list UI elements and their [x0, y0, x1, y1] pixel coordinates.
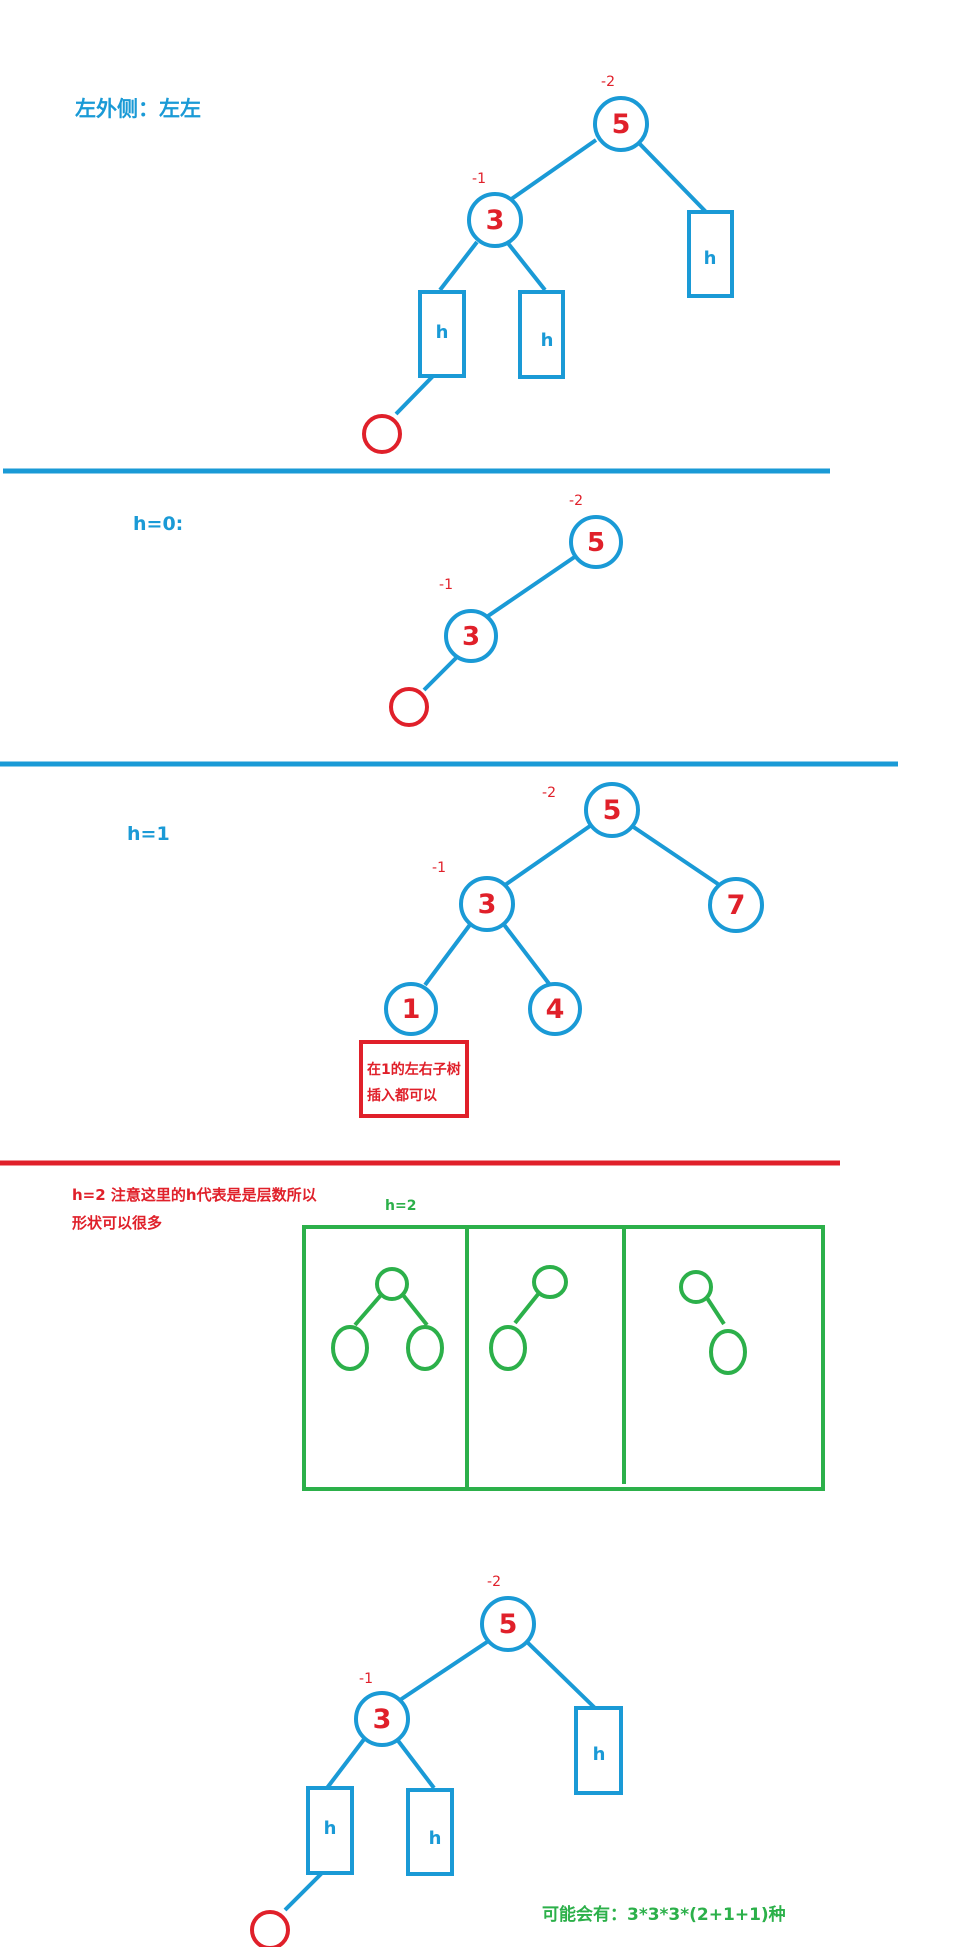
edge-5-3 [486, 554, 578, 618]
node-value: 5 [587, 528, 605, 558]
shape-left-child [489, 1265, 568, 1371]
subtree-label: h [541, 330, 554, 351]
node-value: 3 [478, 889, 497, 920]
balance-factor: -2 [601, 74, 615, 90]
tree-node-7 [708, 877, 764, 933]
edge-3-4 [500, 920, 552, 987]
node-value: 5 [612, 109, 631, 140]
shape-node [331, 1325, 369, 1371]
tree-edges [283, 1638, 599, 1912]
balance-factor: -1 [432, 860, 446, 876]
edge-3-h-right [394, 1736, 436, 1790]
section-h1: h=1 5 -2 3 -1 7 1 4 在1的左右子树 插入都可以 [127, 782, 764, 1118]
shapes-box-label: h=2 [385, 1198, 416, 1214]
balance-factor: -1 [359, 1671, 373, 1687]
tree-edges [394, 138, 709, 416]
shape-node [532, 1265, 568, 1299]
subtree-h-right [574, 1706, 623, 1795]
edge-3-h-left [438, 240, 479, 292]
subtree-h-left-left [306, 1786, 354, 1875]
tree-node-3 [444, 609, 498, 663]
subtree-h-left-right [518, 290, 565, 379]
balance-factor: -2 [542, 785, 556, 801]
shape-node [709, 1329, 747, 1375]
note-line-2: 插入都可以 [367, 1087, 437, 1104]
tree-node-3 [467, 192, 523, 248]
node-value: 1 [402, 994, 421, 1025]
edge-3-1 [423, 920, 474, 987]
tree-node-5 [584, 782, 640, 838]
section-h0: h=0: 5 -2 3 -1 [133, 493, 623, 727]
node-value: 5 [603, 795, 622, 826]
shape-node [489, 1325, 527, 1371]
shape-right-child [679, 1270, 747, 1375]
edge-5-3 [508, 138, 598, 202]
section-title-line-1: h=2 注意这里的h代表是是层数所以 [72, 1186, 317, 1204]
balance-factor: -2 [487, 1574, 501, 1590]
edge-5-3 [503, 824, 592, 887]
edge-5-3 [398, 1640, 489, 1702]
shape-edge [401, 1293, 429, 1327]
shape-node [679, 1270, 713, 1304]
balance-factor: -1 [472, 171, 486, 187]
edge-3-h-right [505, 240, 547, 292]
tree-node-5 [593, 96, 649, 152]
subtree-h-left-left [418, 290, 466, 378]
tree-node-3 [354, 1691, 410, 1747]
section-h2: h=2 注意这里的h代表是是层数所以 形状可以很多 h=2 [72, 1186, 825, 1491]
edge-h-newnode [283, 1868, 327, 1912]
shapes-frame [302, 1225, 825, 1491]
balance-factor: -2 [569, 493, 583, 509]
inserted-node [389, 687, 429, 727]
tree-node-5 [480, 1596, 536, 1652]
tree-edges [422, 554, 578, 692]
shape-edge [705, 1296, 726, 1326]
balance-factor: -1 [439, 577, 453, 593]
shape-node [375, 1267, 409, 1301]
node-value: 3 [486, 205, 505, 236]
section-left-left-general: 左外侧：左左 5 -2 3 -1 h h h [75, 74, 734, 454]
note-box [359, 1040, 469, 1118]
tree-node-3 [459, 876, 515, 932]
section-title: h=1 [127, 823, 170, 845]
edge-5-h [523, 1638, 599, 1712]
note-line-1: 在1的左右子树 [367, 1061, 461, 1078]
shape-node [406, 1325, 444, 1371]
subtree-label: h [429, 1828, 442, 1849]
node-value: 4 [546, 994, 565, 1025]
tree-node-1 [384, 982, 438, 1036]
tree-node-5 [569, 515, 623, 569]
shape-edge [513, 1291, 541, 1325]
subtree-h-left-right [406, 1788, 454, 1876]
node-value: 3 [373, 1704, 392, 1735]
subtree-h-right [687, 210, 734, 298]
subtree-label: h [704, 248, 717, 269]
edge-3-h-left [325, 1736, 367, 1790]
inserted-node [362, 414, 402, 454]
section-title: h=0: [133, 513, 183, 535]
tree-node-4 [528, 982, 582, 1036]
shapes-box [302, 1225, 825, 1491]
shape-full-tree [331, 1267, 444, 1371]
subtree-label: h [436, 322, 449, 343]
tree-edges [423, 824, 720, 987]
shape-edge [353, 1293, 383, 1327]
node-value: 5 [499, 1609, 518, 1640]
node-value: 3 [462, 622, 480, 652]
section-left-left-repeat: 5 -2 3 -1 h h h 可能会有：3*3*3*(2+1+1)种 [250, 1574, 786, 1947]
subtree-label: h [324, 1818, 337, 1839]
subtree-label: h [593, 1744, 606, 1765]
edge-h-newnode [394, 371, 438, 416]
section-title: 左外侧：左左 [75, 97, 201, 121]
section-title-line-2: 形状可以很多 [72, 1214, 162, 1232]
edge-5-h [634, 138, 709, 215]
node-value: 7 [727, 890, 746, 921]
possibilities-text: 可能会有：3*3*3*(2+1+1)种 [542, 1904, 786, 1925]
inserted-node [250, 1910, 290, 1947]
edge-3-newnode [422, 654, 460, 692]
edge-5-7 [630, 824, 720, 886]
